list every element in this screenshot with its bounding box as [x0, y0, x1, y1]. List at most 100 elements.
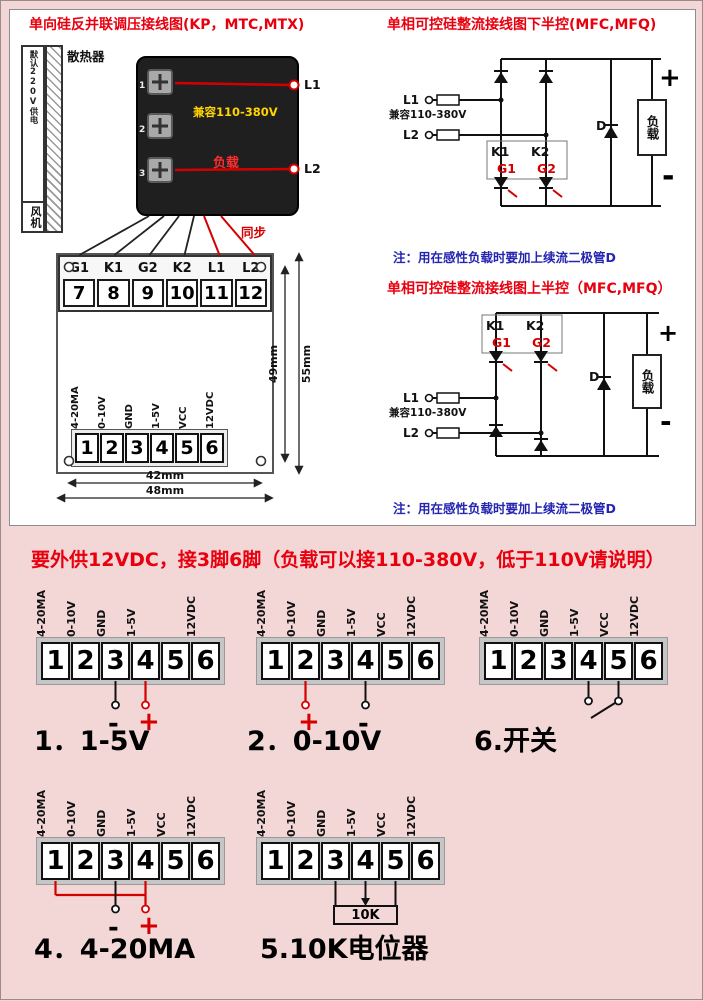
c1-minus-sign: -	[662, 159, 675, 194]
c2-minus-sign: -	[660, 405, 672, 438]
pin-label: 1-5V	[568, 608, 581, 637]
pin-cell: 3	[101, 642, 130, 680]
pin-cell: 6	[411, 842, 440, 880]
pin-label: 0-10V	[96, 396, 108, 429]
pin-label: 1-5V	[345, 808, 358, 837]
gate-strip-label: G1	[69, 261, 90, 276]
pin-label: GND	[538, 609, 551, 637]
pin-cell: 3	[321, 842, 350, 880]
pin-cells: 1 2 3 4 5 6	[36, 637, 225, 685]
b5-caption: 5.10K电位器	[260, 934, 429, 965]
c1-note: 注：用在感性负载时要加上续流二极管D	[393, 250, 616, 265]
c2-k1-label: K1	[486, 318, 505, 333]
pin-cell: 3	[544, 642, 573, 680]
title-lower-half-bridge: 单相可控硅整流接线图下半控(MFC,MFQ)	[387, 17, 657, 33]
pin-label-col: 12VDC	[185, 589, 220, 637]
pin-cell: 2	[291, 642, 320, 680]
pin-label-col: 12VDC	[628, 589, 663, 637]
pin-cell: 2	[291, 842, 320, 880]
pin-label: 0-10V	[285, 800, 298, 837]
pin-label: 0-10V	[65, 800, 78, 837]
gate-strip-cell: 12	[234, 279, 267, 307]
c1-l1-label: L1	[403, 93, 419, 107]
c2-l2-label: L2	[403, 426, 419, 440]
pin-label: 1-5V	[125, 808, 138, 837]
c1-plus-sign: +	[659, 63, 681, 93]
pin-label: 12VDC	[185, 795, 198, 837]
pin-cell: 3	[321, 642, 350, 680]
screw-number-2: 2	[139, 125, 146, 135]
pin-cell: 1	[484, 642, 513, 680]
fan-label: 风机	[23, 201, 43, 231]
c1-g2-label: G2	[537, 161, 556, 176]
gate-strip-label: L1	[207, 261, 226, 276]
pin-label: 0-10V	[65, 600, 78, 637]
pin-label-col: 1-5V	[125, 589, 160, 637]
l2-label: L2	[304, 161, 321, 176]
pin-label: 12VDC	[405, 795, 418, 837]
pin-label: 1-5V	[150, 403, 162, 429]
c1-load-box: 负载	[637, 99, 667, 156]
c1-l2-label: L2	[403, 128, 419, 142]
pin-cell: 2	[71, 842, 100, 880]
b4-plus-sign: +	[138, 911, 160, 941]
pin-labels: 4-20MA 0-10V GND 1-5V VCC 12VDC	[35, 789, 225, 837]
title-kp-wiring: 单向硅反并联调压接线图(KP，MTC,MTX)	[29, 17, 305, 33]
pin-cell: 6	[191, 642, 220, 680]
c1-k2-label: K2	[531, 144, 550, 159]
pin-cell: 4	[131, 842, 160, 880]
c2-l1-label: L1	[403, 391, 419, 405]
pin-label: 12VDC	[204, 391, 216, 429]
pin-labels: 4-20MA 0-10V GND 1-5V VCC 12VDC	[69, 385, 236, 429]
sync-label: 同步	[241, 225, 267, 240]
pin-cell: 1	[41, 842, 70, 880]
b4-caption: 4．4-20MA	[34, 934, 196, 965]
pin-cell: 1	[261, 842, 290, 880]
b3-caption: 6.开关	[474, 726, 558, 757]
gate-strip-cells: 7 8 9 10 11 12	[63, 279, 267, 307]
pin-cell: 1	[261, 642, 290, 680]
pin-cell: 5	[381, 842, 410, 880]
pin-cell: 1	[75, 433, 99, 463]
pin-label: 4-20MA	[69, 386, 81, 429]
pin-label: 4-20MA	[35, 590, 48, 637]
c2-k2-label: K2	[526, 318, 545, 333]
pin-label-col: 12VDC	[405, 789, 440, 837]
pin-label-col: 12VDC	[205, 385, 236, 429]
screw-number-1: 1	[139, 81, 146, 91]
pin-cell: 6	[191, 842, 220, 880]
pin-cell: 5	[161, 642, 190, 680]
pin-label: 12VDC	[185, 595, 198, 637]
c1-diode-label: D	[596, 118, 607, 133]
c2-diode-label: D	[589, 369, 600, 384]
pin-labels: 4-20MA 0-10V GND 1-5V VCC 12VDC	[255, 589, 445, 637]
block2-wires	[301, 681, 370, 710]
gate-strip-cell: 9	[131, 279, 164, 307]
pin-cell: 6	[200, 433, 224, 463]
pin-cell: 2	[71, 642, 100, 680]
gate-strip-cell: 11	[200, 279, 233, 307]
pin-label: VCC	[155, 812, 168, 837]
pin-label: 12VDC	[628, 595, 641, 637]
l1-label: L1	[304, 77, 321, 92]
pin-cell: 5	[175, 433, 199, 463]
pin-cells: 1 2 3 4 5 6	[479, 637, 668, 685]
pin-cells: 1 2 3 4 5 6	[256, 837, 445, 885]
pin-label: 1-5V	[345, 608, 358, 637]
pin-cell: 3	[125, 433, 149, 463]
module-terminal-screw-1	[147, 69, 173, 95]
pin-cell: 6	[634, 642, 663, 680]
gate-strip-cell: 8	[97, 279, 130, 307]
pin-cell: 4	[150, 433, 174, 463]
terminal-block-10k-pot: 4-20MA 0-10V GND 1-5V VCC 12VDC 1 2 3 4 …	[255, 789, 445, 885]
pin-cell: 5	[161, 842, 190, 880]
fan-strip: 默认220V供电 风机	[21, 45, 45, 233]
pin-label: 1-5V	[125, 608, 138, 637]
pin-label: 4-20MA	[478, 590, 491, 637]
gate-strip-labels: G1 K1 G2 K2 L1 L2	[63, 259, 267, 279]
b1-plus-sign: +	[138, 707, 160, 737]
block4-wires	[54, 881, 150, 914]
module-terminal-screw-3	[147, 157, 173, 183]
c1-g1-label: G1	[497, 161, 516, 176]
c2-g2-label: G2	[532, 335, 551, 350]
